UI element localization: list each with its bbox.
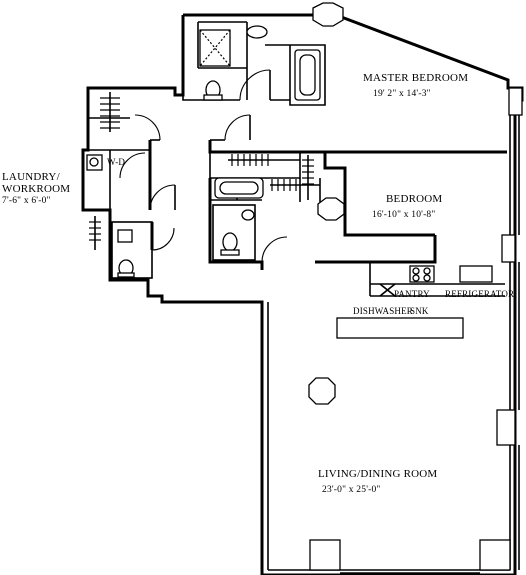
laundry-label-line2: WORKROOM xyxy=(2,183,71,195)
column-bedroom xyxy=(317,197,345,221)
washer-dryer-label: W-D xyxy=(107,157,126,167)
master-bedroom-label: MASTER BEDROOM xyxy=(363,72,469,84)
dishwasher-label: DISHWASHER xyxy=(353,306,414,316)
exterior-walls xyxy=(81,6,524,575)
laundry-label-line1: LAUNDRY/ xyxy=(2,171,60,183)
windows xyxy=(340,115,520,574)
pier-bottom-right xyxy=(479,539,511,571)
master-bedroom-dimensions: 19' 2" x 14'-3" xyxy=(373,89,431,99)
bath2-toilet xyxy=(222,232,238,252)
closet-shelving xyxy=(89,92,320,250)
pier-top-right xyxy=(508,87,523,116)
master-shower xyxy=(199,29,231,67)
sink-label: SNK xyxy=(410,306,429,316)
structural-columns xyxy=(308,2,523,571)
kitchen-island xyxy=(336,317,464,339)
pier-bottom-left xyxy=(309,539,341,571)
laundry-dimensions: 7'-6" x 6'-0" xyxy=(2,196,51,206)
living-dining-label: LIVING/DINING ROOM xyxy=(318,468,438,480)
bedroom-label: BEDROOM xyxy=(386,193,443,205)
pier-low-right xyxy=(496,409,516,446)
pantry-label: PANTRY xyxy=(394,289,430,299)
bedroom-dimensions: 16'-10" x 10'-8" xyxy=(372,210,436,220)
column-top xyxy=(312,2,344,27)
master-sink xyxy=(246,25,268,39)
fridge-box xyxy=(459,265,493,283)
pier-mid-right xyxy=(501,234,516,263)
kitchen-appliances xyxy=(379,265,493,297)
door-swings xyxy=(119,69,288,263)
living-dining-dimensions: 23'-0" x 25'-0" xyxy=(322,485,381,495)
powder-sink xyxy=(117,229,133,243)
refrigerator-label: REFRIGERATOR xyxy=(445,289,515,299)
bath-fixtures xyxy=(86,25,321,278)
column-living xyxy=(308,377,336,405)
bath2-sink xyxy=(241,209,255,221)
